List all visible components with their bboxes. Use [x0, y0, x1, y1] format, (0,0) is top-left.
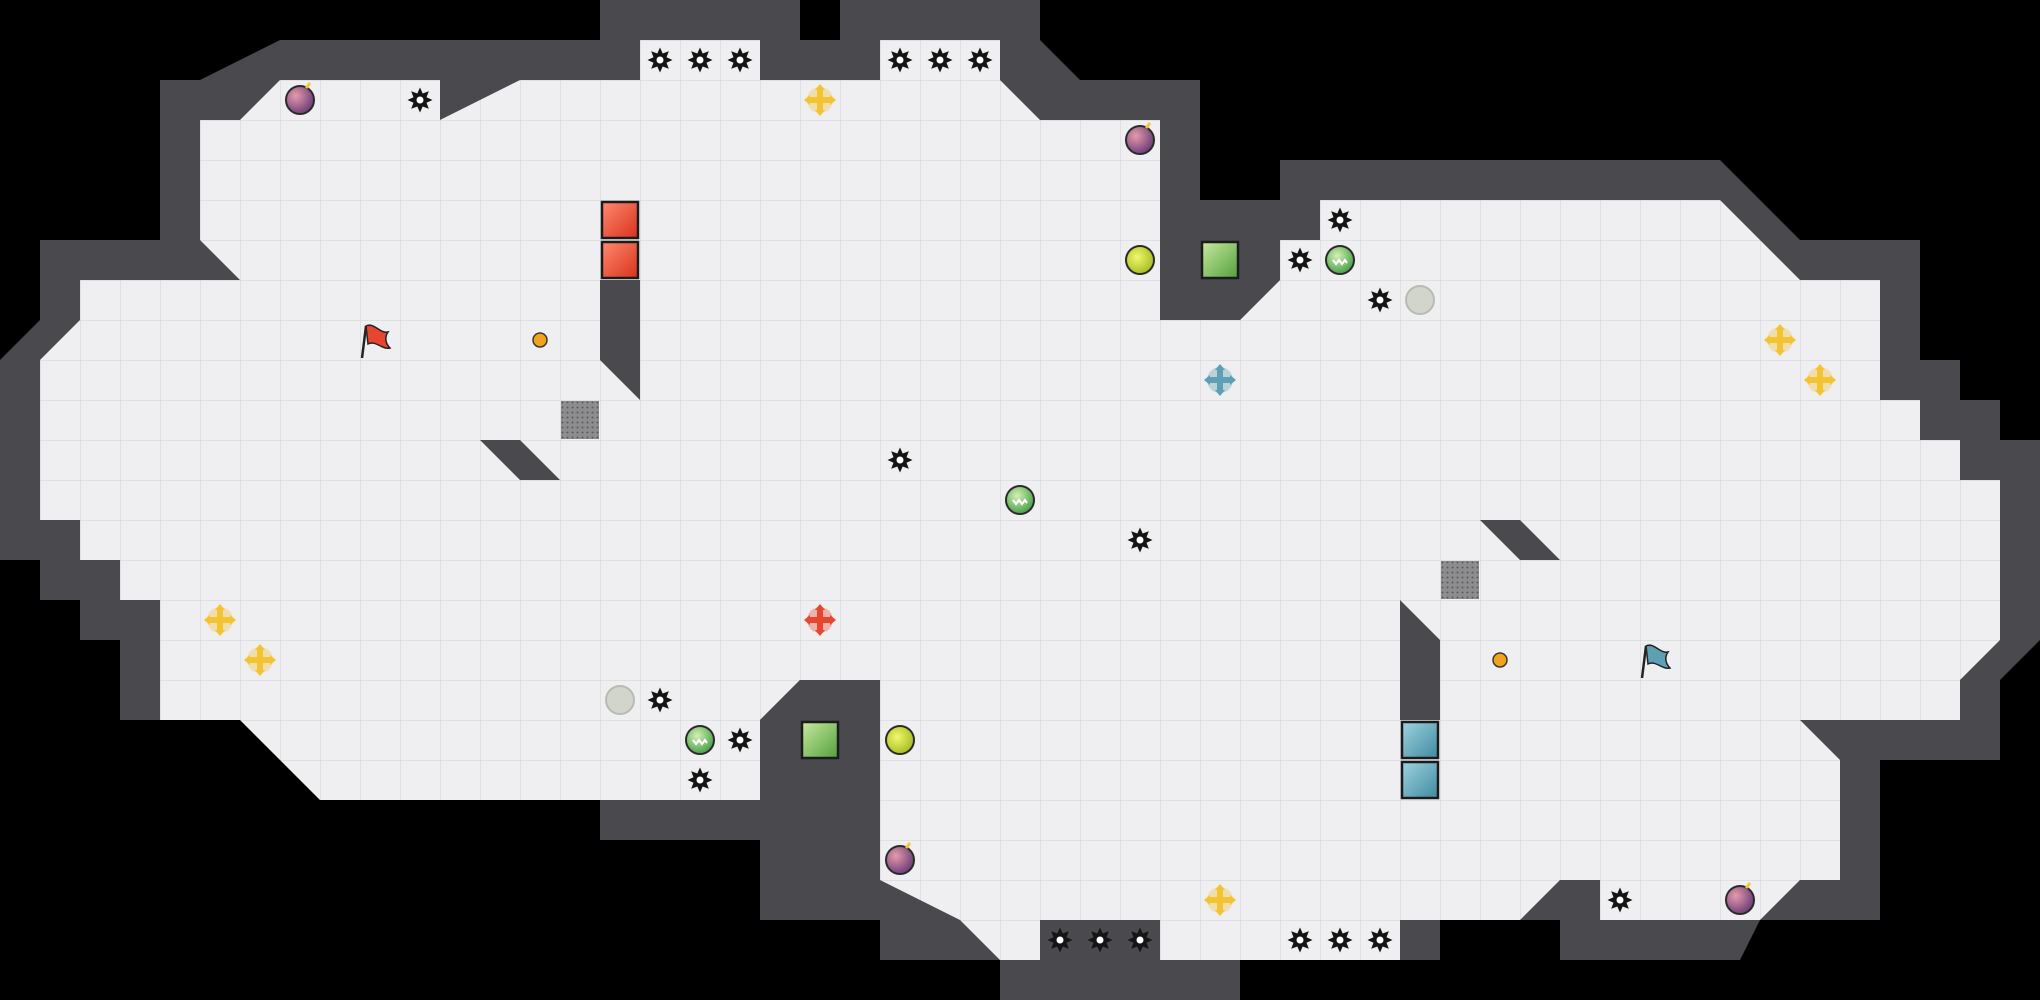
powerup-icon: [1325, 245, 1355, 275]
powerup-icon: [685, 725, 715, 755]
flag-icon: [1640, 644, 1672, 679]
flag-icon: [360, 324, 392, 359]
spike-icon: [1087, 927, 1113, 953]
spike-icon: [1127, 527, 1153, 553]
spike-icon: [1327, 927, 1353, 953]
spike-icon: [927, 47, 953, 73]
bomb-icon: [1725, 882, 1755, 915]
toggle-icon: [1125, 245, 1155, 275]
vertical-wall: [600, 280, 640, 400]
bomb-icon: [285, 82, 315, 115]
button-icon: [1492, 652, 1508, 668]
spike-icon: [727, 727, 753, 753]
spike-icon: [407, 87, 433, 113]
button-icon: [532, 332, 548, 348]
spike-icon: [1287, 927, 1313, 953]
spike-icon: [687, 47, 713, 73]
boost-icon: [804, 84, 836, 116]
spike-icon: [887, 47, 913, 73]
vertical-wall: [1400, 600, 1440, 720]
spike-icon: [687, 767, 713, 793]
toggle-icon: [885, 725, 915, 755]
boost-icon: [204, 604, 236, 636]
spike-icon: [887, 447, 913, 473]
inner-wall-portal-room-left: [760, 680, 880, 800]
blue-gate: [1400, 720, 1440, 800]
boost-icon: [244, 644, 276, 676]
bomb-icon: [885, 842, 915, 875]
green-gate-portal-right: [1200, 240, 1240, 280]
spike-icon: [1047, 927, 1073, 953]
spike-icon: [1367, 927, 1393, 953]
boost-icon: [1804, 364, 1836, 396]
powerup-icon: [1005, 485, 1035, 515]
spike-icon: [647, 687, 673, 713]
bomb-icon: [1125, 122, 1155, 155]
spike-icon: [1327, 207, 1353, 233]
spike-icon: [1367, 287, 1393, 313]
spike-icon: [1127, 927, 1153, 953]
red-gate: [600, 200, 640, 280]
boost-icon: [1204, 884, 1236, 916]
green-gate-portal-left: [800, 720, 840, 760]
spike-icon: [1287, 247, 1313, 273]
spike-icon: [727, 47, 753, 73]
vent-grate: [561, 401, 599, 439]
obstacle-layer: [480, 280, 1560, 720]
portal-icon: [605, 685, 635, 715]
item-layer: [204, 47, 1836, 953]
portal-icon: [1405, 285, 1435, 315]
diagonal-wall: [480, 440, 560, 480]
diagonal-wall: [1480, 520, 1560, 560]
boost-icon: [1764, 324, 1796, 356]
boost-icon: [1204, 364, 1236, 396]
vent-grate: [1441, 561, 1479, 599]
boost-icon: [804, 604, 836, 636]
gate-layer: [600, 200, 1440, 800]
spike-icon: [647, 47, 673, 73]
spike-icon: [1607, 887, 1633, 913]
spike-icon: [967, 47, 993, 73]
